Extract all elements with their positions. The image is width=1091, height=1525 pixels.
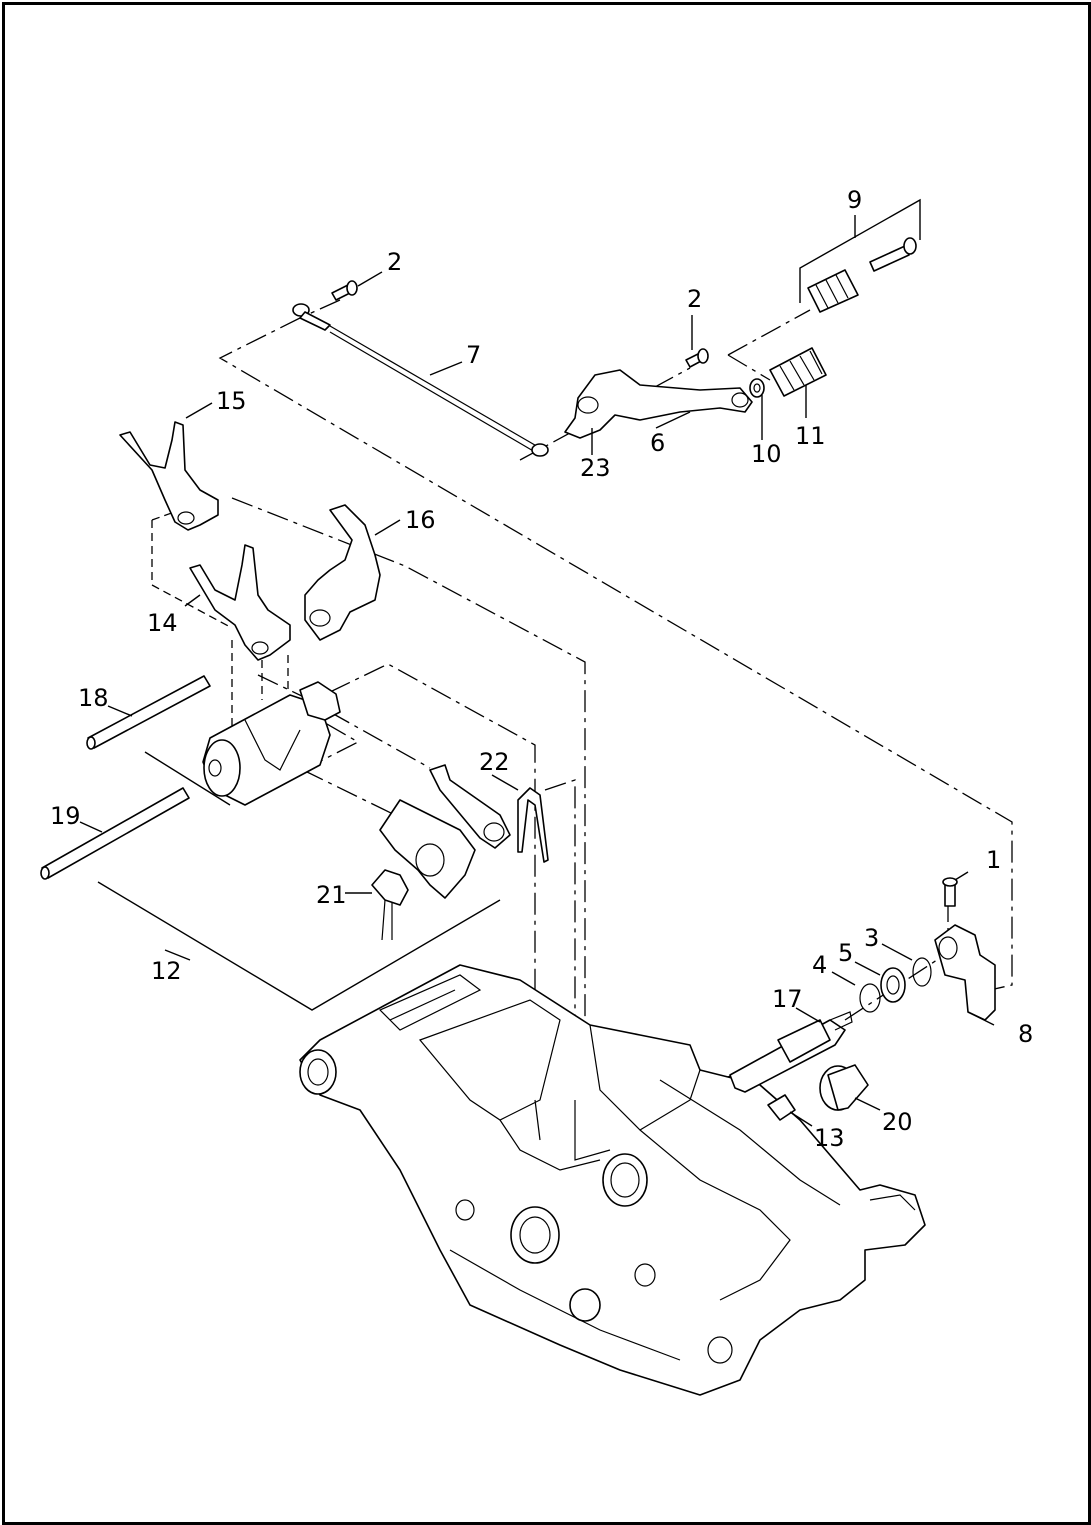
callout-6: 6 — [650, 429, 665, 457]
callout-7: 7 — [466, 341, 481, 369]
callout-labels: 1 2 2 3 4 5 6 7 8 9 10 11 12 13 14 15 16… — [50, 186, 1033, 1152]
shift-shaft-parts — [729, 924, 996, 1121]
callout-5: 5 — [838, 939, 853, 967]
callout-9: 9 — [847, 186, 862, 214]
shift-lever-part — [564, 369, 753, 439]
shift-pawl-parts — [371, 764, 549, 941]
callout-22: 22 — [479, 748, 510, 776]
callout-16: 16 — [405, 506, 436, 534]
callout-8: 8 — [1018, 1020, 1033, 1048]
shifter-rod-part — [292, 303, 549, 457]
peg-parts — [749, 237, 917, 398]
callout-15: 15 — [216, 387, 247, 415]
screw-part — [331, 280, 958, 907]
callout-3: 3 — [864, 924, 879, 952]
callout-20: 20 — [882, 1108, 913, 1136]
callout-1: 1 — [986, 846, 1001, 874]
callout-19: 19 — [50, 802, 81, 830]
shift-fork-parts — [119, 421, 381, 661]
leader-lines — [79, 198, 995, 1127]
callout-2b: 2 — [687, 285, 702, 313]
callout-4: 4 — [812, 951, 827, 979]
callout-17: 17 — [772, 985, 803, 1013]
callout-2a: 2 — [387, 248, 402, 276]
callout-10: 10 — [751, 440, 782, 468]
crankcase-part — [299, 964, 926, 1396]
callout-21: 21 — [316, 881, 347, 909]
callout-18: 18 — [78, 684, 109, 712]
callout-14: 14 — [147, 609, 178, 637]
callout-13: 13 — [814, 1124, 845, 1152]
shift-drum-part — [202, 681, 341, 806]
callout-11: 11 — [795, 422, 826, 450]
callout-23: 23 — [580, 454, 611, 482]
callout-12: 12 — [151, 957, 182, 985]
fork-rail-parts — [40, 675, 211, 880]
